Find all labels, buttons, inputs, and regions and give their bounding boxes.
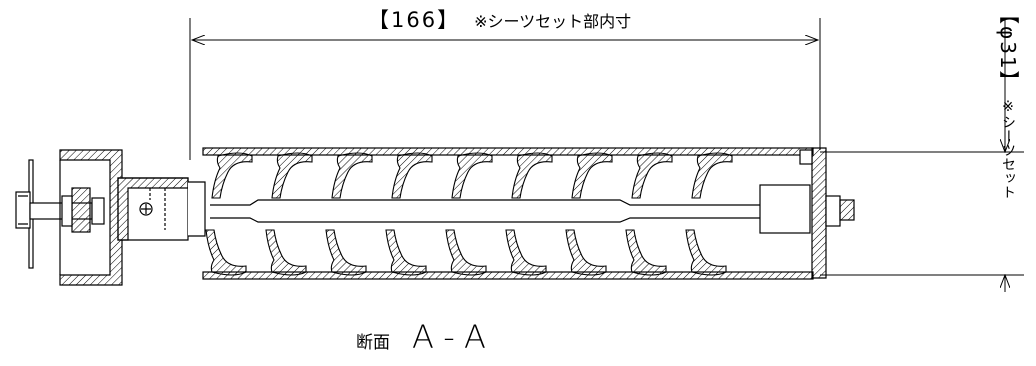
drum-body [202,147,855,280]
dimension-line-horizontal [189,18,821,160]
helix-rib-bottom-3 [325,229,367,276]
helix-rib-bottom-7 [565,229,607,276]
dimension-note-length: ※シーツセット部内寸 [474,12,632,31]
helix-rib-bottom-2 [265,229,307,276]
helix-rib-top-1 [211,152,253,199]
section-prefix: 断面 [356,333,390,353]
helix-ribs-top [211,152,733,199]
helix-rib-top-6 [511,152,553,199]
dimension-value-diameter: 【φ31】 [996,4,1020,93]
helix-rib-bottom-1 [205,229,247,276]
dimension-line-vertical [820,20,1024,292]
section-label: 断面 A-A [356,318,496,356]
helix-rib-top-9 [691,152,733,199]
helix-rib-bottom-4 [385,229,427,276]
helix-rib-bottom-5 [445,229,487,276]
dimension-label-length: 【166】 ※シーツセット部内寸 [368,4,631,34]
helix-rib-top-2 [271,152,313,199]
helix-rib-bottom-8 [625,229,667,276]
helix-rib-top-8 [631,152,673,199]
helix-rib-top-5 [451,152,493,199]
dimension-value-length: 【166】 [368,8,461,32]
section-name: A-A [412,318,496,356]
helix-rib-bottom-9 [685,229,727,276]
dimension-note-diameter: ※シーツセット [1000,98,1016,199]
helix-rib-top-3 [331,152,373,199]
helix-ribs-bottom [205,229,727,276]
helix-rib-bottom-6 [505,229,547,276]
left-end-assembly [15,149,206,286]
helix-rib-top-4 [391,152,433,199]
dimension-label-diameter: 【φ31】 ※シーツセット [994,4,1023,199]
helix-rib-top-7 [571,152,613,199]
